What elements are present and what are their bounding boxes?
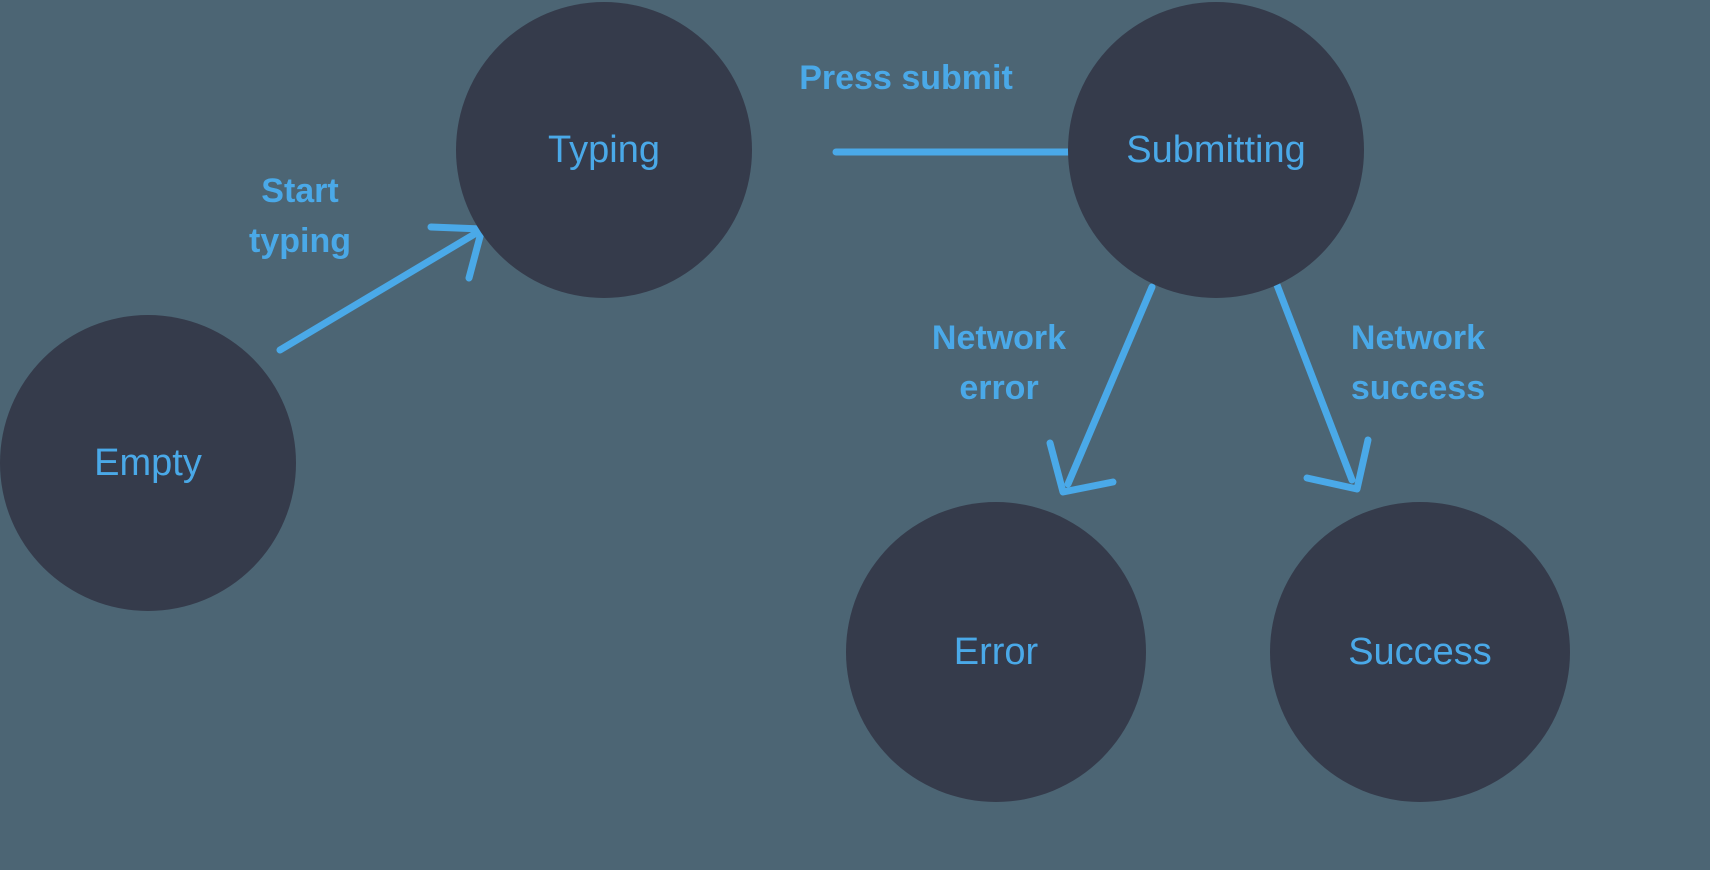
edge-line-empty-to-typing (276, 228, 482, 354)
state-node-error[interactable]: Error (846, 502, 1146, 802)
edge-submitting-to-error: Network error (932, 283, 1156, 496)
edge-label-network-success-line2: success (1351, 369, 1485, 407)
edge-label-start-typing-line2: typing (249, 222, 351, 260)
state-label-empty: Empty (94, 442, 202, 484)
state-circle-typing[interactable] (456, 2, 752, 298)
state-node-empty[interactable]: Empty (0, 315, 296, 611)
state-node-submitting[interactable]: Submitting (1068, 2, 1364, 298)
edge-line-submitting-to-error (1064, 283, 1156, 488)
edge-label-start-typing-line1: Start (261, 172, 338, 210)
edge-label-network-error-line1: Network (932, 319, 1066, 357)
state-circle-submitting[interactable] (1068, 2, 1364, 298)
edge-line-submitting-to-success (1273, 281, 1356, 484)
arrow-head-submitting-to-success (1303, 436, 1372, 493)
arrow-head-submitting-to-error (1046, 439, 1117, 496)
edge-label-press-submit: Press submit (799, 59, 1013, 97)
edge-submitting-to-success: Network success (1273, 281, 1485, 493)
state-node-success[interactable]: Success (1270, 502, 1570, 802)
edge-label-network-error-line2: error (959, 369, 1038, 407)
state-label-submitting: Submitting (1126, 129, 1306, 171)
state-circle-empty[interactable] (0, 315, 296, 611)
state-node-typing[interactable]: Typing (456, 2, 752, 298)
state-label-error: Error (954, 631, 1039, 673)
state-circle-error[interactable] (846, 502, 1146, 802)
state-label-success: Success (1348, 631, 1492, 673)
state-label-typing: Typing (548, 129, 660, 171)
state-circle-success[interactable] (1270, 502, 1570, 802)
edge-label-network-success-line1: Network (1351, 319, 1485, 357)
